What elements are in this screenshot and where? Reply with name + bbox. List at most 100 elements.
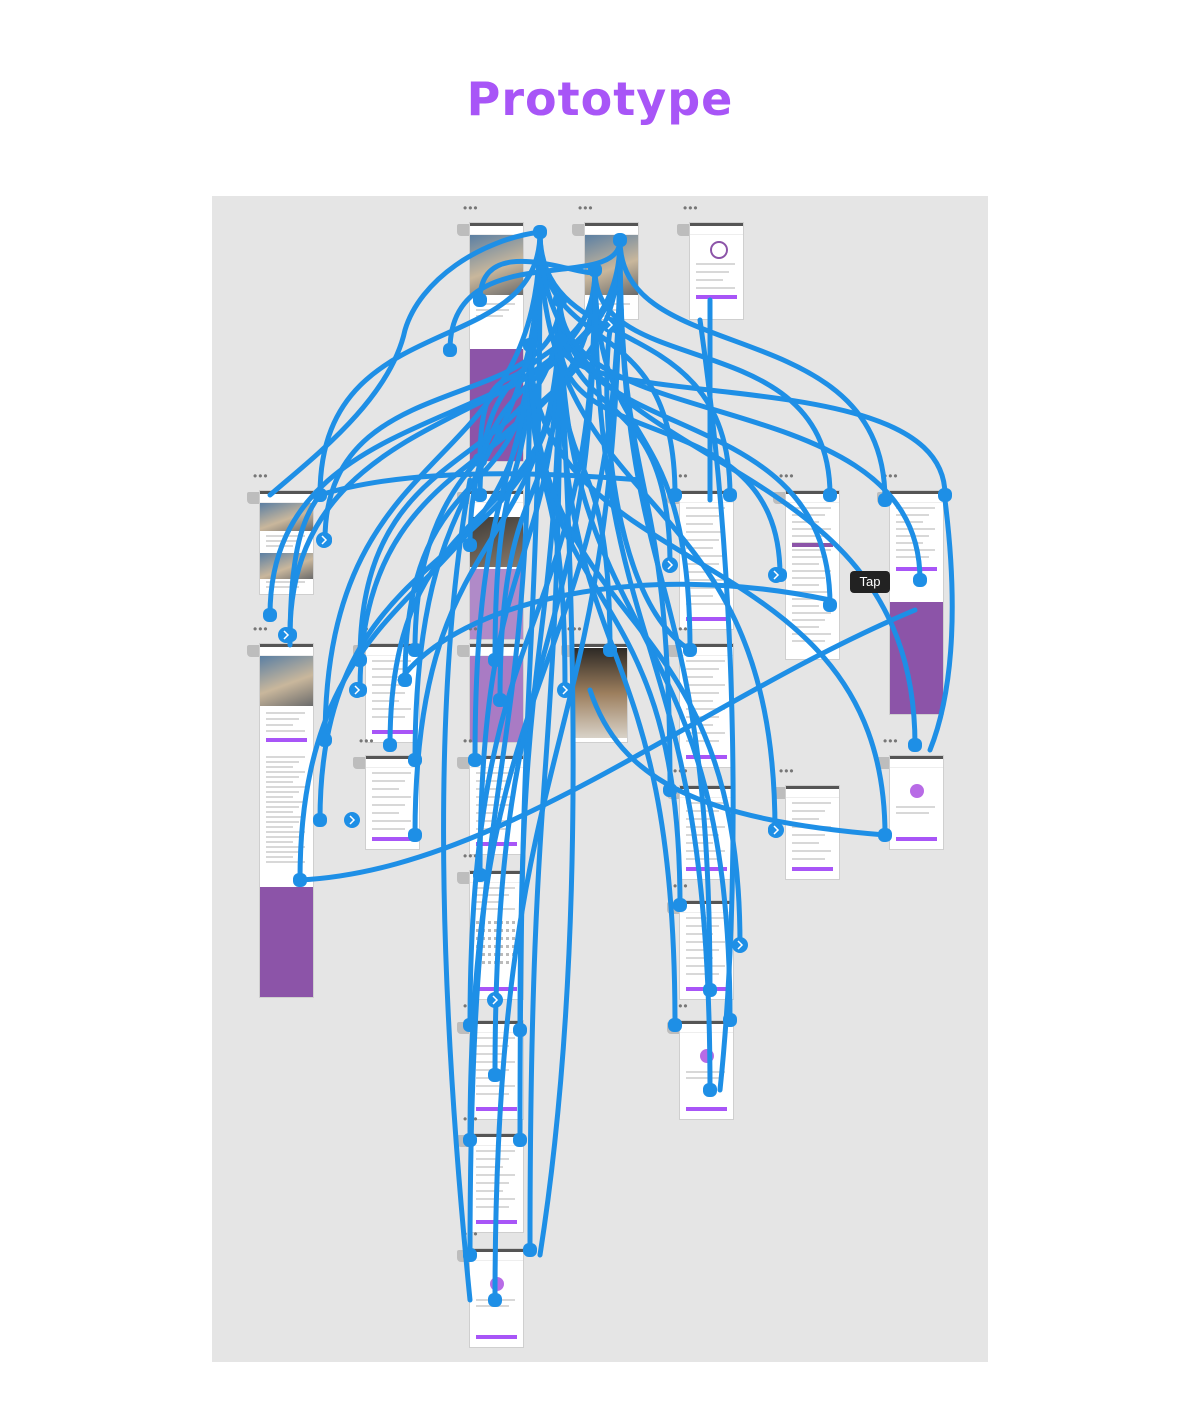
chevron-right-icon	[283, 630, 290, 640]
wire-connector[interactable]	[703, 983, 717, 997]
artboard-menu-icon[interactable]: •••	[253, 622, 269, 636]
prototype-wire	[527, 342, 888, 838]
prototype-wire	[557, 297, 833, 608]
wire-connector[interactable]	[383, 738, 397, 752]
artboard-tab	[247, 492, 259, 504]
wire-connector[interactable]	[878, 493, 892, 507]
prototype-wire	[397, 581, 833, 683]
chevron-right-icon	[773, 825, 780, 835]
wire-arrow-icon[interactable]	[316, 532, 332, 548]
artboard-screen[interactable]	[889, 755, 944, 850]
wire-connector[interactable]	[553, 333, 567, 347]
artboard-tab	[353, 757, 365, 769]
wire-connector[interactable]	[398, 673, 412, 687]
wire-connector[interactable]	[588, 263, 602, 277]
prototype-wire	[267, 229, 543, 498]
wire-connector[interactable]	[313, 488, 327, 502]
chevron-right-icon	[737, 940, 744, 950]
artboard-menu-icon[interactable]: •••	[359, 734, 375, 748]
prototype-wire	[697, 317, 736, 1093]
wire-connector[interactable]	[488, 1293, 502, 1307]
wire-connector[interactable]	[473, 293, 487, 307]
artboard-menu-icon[interactable]: •••	[253, 469, 269, 483]
wire-connector[interactable]	[408, 753, 422, 767]
wire-connector[interactable]	[723, 488, 737, 502]
wire-connector[interactable]	[523, 338, 537, 352]
wire-connector[interactable]	[463, 1248, 477, 1262]
artboard-menu-icon[interactable]: •••	[683, 201, 699, 215]
wire-connector[interactable]	[908, 738, 922, 752]
wire-connector[interactable]	[938, 488, 952, 502]
wire-connector[interactable]	[463, 1018, 477, 1032]
wire-connector[interactable]	[823, 488, 837, 502]
artboard-menu-icon[interactable]: •••	[883, 734, 899, 748]
wire-connector[interactable]	[878, 828, 892, 842]
wire-connector[interactable]	[513, 1023, 527, 1037]
wire-connector[interactable]	[703, 1083, 717, 1097]
wire-connector[interactable]	[513, 1133, 527, 1147]
wire-connector[interactable]	[663, 783, 677, 797]
wire-connector[interactable]	[673, 898, 687, 912]
wire-connector[interactable]	[463, 1133, 477, 1147]
artboard-menu-icon[interactable]: •••	[463, 201, 479, 215]
wire-arrow-icon[interactable]	[344, 812, 360, 828]
wire-arrow-icon[interactable]	[487, 992, 503, 1008]
wire-arrow-icon[interactable]	[602, 317, 618, 333]
artboard-menu-icon[interactable]: •••	[463, 849, 479, 863]
prototype-wire	[492, 237, 623, 1303]
wire-arrow-icon[interactable]	[768, 567, 784, 583]
wire-arrow-icon[interactable]	[349, 682, 365, 698]
wire-connector[interactable]	[488, 1068, 502, 1082]
chevron-right-icon	[349, 815, 356, 825]
artboard-menu-icon[interactable]: •••	[779, 764, 795, 778]
artboard-menu-icon[interactable]: •••	[883, 469, 899, 483]
wire-connector[interactable]	[823, 598, 837, 612]
prototype-wire	[557, 337, 948, 498]
wire-connector[interactable]	[553, 293, 567, 307]
wire-arrow-icon[interactable]	[768, 822, 784, 838]
artboard-screen[interactable]	[889, 490, 944, 715]
wire-connector[interactable]	[533, 225, 547, 239]
wire-connector[interactable]	[468, 753, 482, 767]
wire-connector[interactable]	[668, 488, 682, 502]
wire-connector[interactable]	[473, 453, 487, 467]
wire-connector[interactable]	[263, 608, 277, 622]
prototype-wire	[617, 237, 888, 503]
wire-connector[interactable]	[293, 873, 307, 887]
wire-connector[interactable]	[603, 643, 617, 657]
wire-connector[interactable]	[488, 653, 502, 667]
wire-arrow-icon[interactable]	[278, 627, 294, 643]
wire-connector[interactable]	[408, 643, 422, 657]
wire-connector[interactable]	[473, 868, 487, 882]
prototype-wire	[592, 267, 713, 1093]
wire-connector[interactable]	[313, 813, 327, 827]
wire-connector[interactable]	[668, 1018, 682, 1032]
wire-connector[interactable]	[493, 693, 507, 707]
wire-connector[interactable]	[353, 653, 367, 667]
artboard-menu-icon[interactable]: •••	[779, 469, 795, 483]
page-title: Prototype	[466, 72, 734, 126]
artboard-tab	[667, 645, 679, 657]
wire-connector[interactable]	[523, 1243, 537, 1257]
prototype-wire	[537, 229, 733, 498]
wire-connector[interactable]	[613, 233, 627, 247]
artboard-menu-icon[interactable]: •••	[578, 201, 594, 215]
wire-connector[interactable]	[443, 343, 457, 357]
prototype-wire	[357, 297, 563, 663]
artboard-screen[interactable]	[689, 222, 744, 320]
wire-arrow-icon[interactable]	[662, 557, 678, 573]
wire-connector[interactable]	[463, 538, 477, 552]
wire-connector[interactable]	[318, 733, 332, 747]
wire-connector[interactable]	[683, 643, 697, 657]
wire-arrow-icon[interactable]	[732, 937, 748, 953]
wire-arrow-icon[interactable]	[557, 682, 573, 698]
prototype-wire	[322, 229, 543, 743]
wire-connector[interactable]	[408, 828, 422, 842]
wire-connector[interactable]	[723, 1013, 737, 1027]
wire-connector[interactable]	[913, 573, 927, 587]
prototype-wire	[297, 607, 918, 883]
prototype-wire	[592, 267, 693, 653]
wire-connector[interactable]	[473, 488, 487, 502]
prototype-wire	[287, 492, 323, 648]
artboard-screen[interactable]	[785, 490, 840, 660]
